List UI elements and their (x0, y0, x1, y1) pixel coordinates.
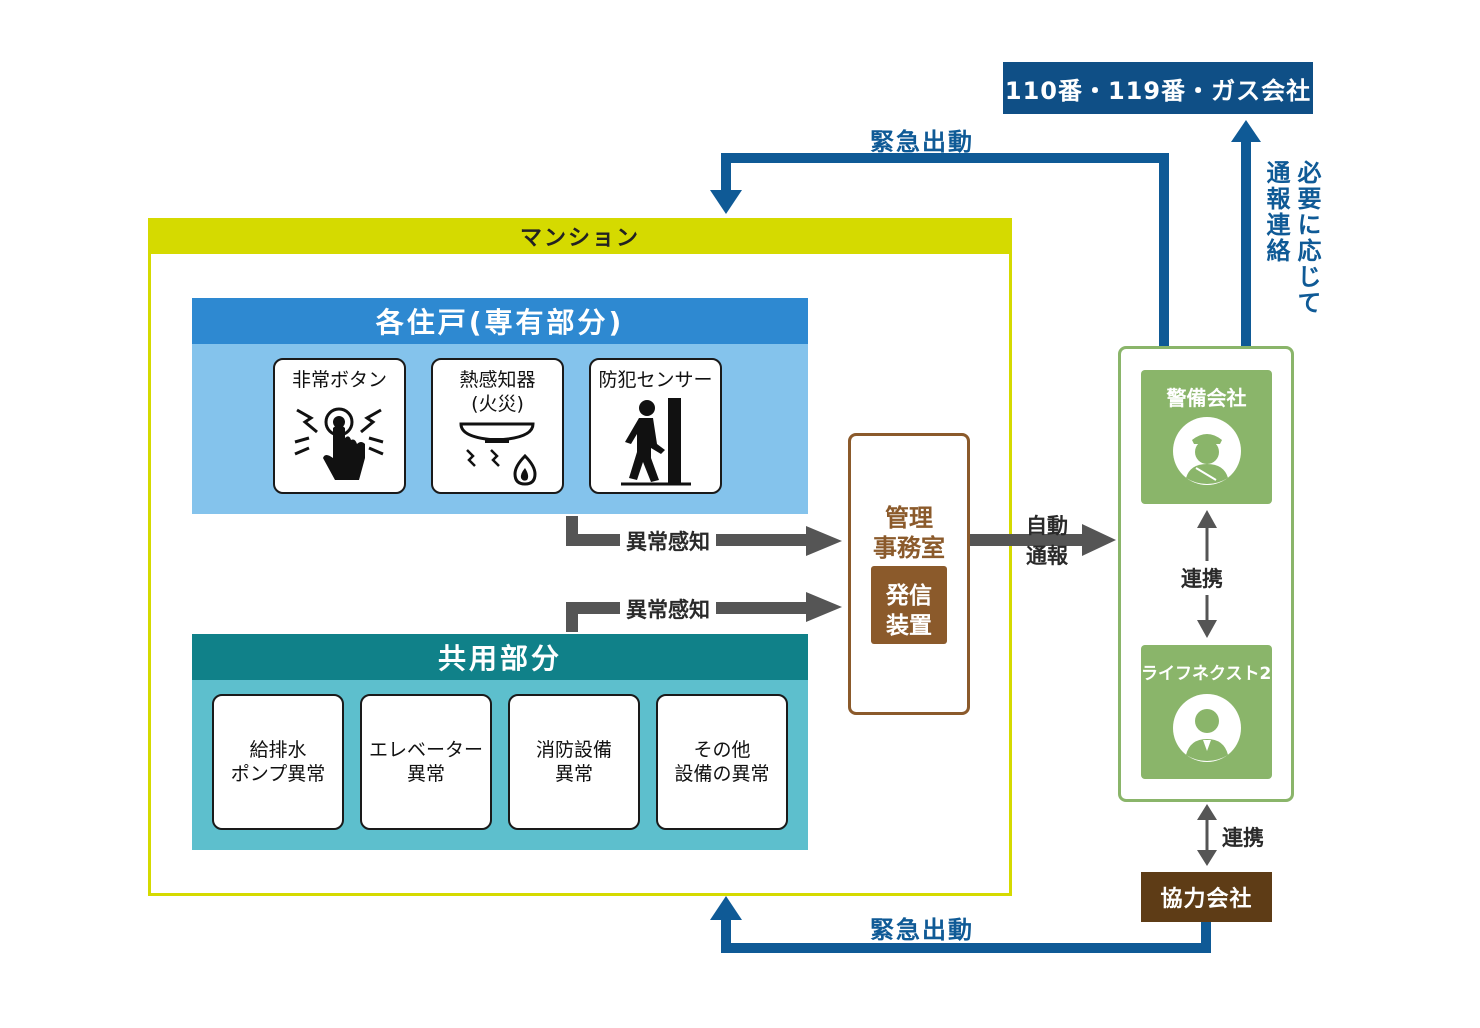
emergency-route-top (721, 153, 1169, 346)
common-item-water-pump-line1: 給排水 (249, 739, 307, 761)
management-office-label-2: 事務室 (873, 534, 945, 562)
security-sensor-card: 防犯センサー (589, 358, 722, 494)
common-item-elevator: エレベーター 異常 (360, 694, 492, 830)
transmitter-label-1: 発信 (886, 583, 932, 609)
transmitter-box (871, 566, 947, 644)
lifenext-label: ライフネクスト24 (1141, 664, 1284, 684)
mansion-title: マンション (148, 218, 1012, 254)
common-item-fire-equipment-line1: 消防設備 (535, 739, 612, 761)
security-company-label: 警備会社 (1166, 386, 1247, 410)
common-item-other-equipment-line1: その他 (693, 739, 751, 761)
emergency-route-top-arrowhead (710, 190, 742, 214)
guard-icon (1173, 417, 1241, 485)
transmitter-label-2: 装置 (886, 613, 932, 639)
coop-company-label: 協力会社 (1160, 887, 1253, 912)
auto-notify-label-1: 自動 (1026, 514, 1068, 538)
heat-detector-card: 熱感知器 (火災) (431, 358, 564, 494)
security-sensor-icon (621, 398, 691, 486)
common-item-fire-equipment-line2: 異常 (554, 763, 593, 785)
detect-arrow-common-head (806, 592, 842, 622)
management-office-label-1: 管理 (885, 504, 933, 532)
emergency-dispatch-top-label: 緊急出動 (870, 128, 974, 156)
common-item-elevator-line1: エレベーター (368, 739, 483, 761)
security-link-head-down (1197, 620, 1217, 638)
heat-detector-sublabel: (火災) (471, 393, 524, 415)
detect-label-private: 異常感知 (620, 526, 716, 556)
emergency-button-icon (294, 407, 384, 480)
detect-arrow-private-head (806, 526, 842, 556)
common-item-elevator-line2: 異常 (406, 763, 445, 785)
common-item-other-equipment: その他 設備の異常 (656, 694, 788, 830)
emergency-button-label: 非常ボタン (291, 369, 387, 391)
coop-link-head-down (1197, 850, 1217, 866)
emergency-services-box: 110番・119番・ガス会社 (1003, 62, 1313, 114)
auto-notify-arrow-head (1082, 524, 1116, 556)
person-icon (1173, 694, 1241, 762)
notify-contact-label: 通報連絡 (1262, 160, 1290, 264)
emergency-button-card: 非常ボタン (273, 358, 406, 494)
security-sensor-label: 防犯センサー (598, 369, 713, 391)
coop-link-head-up (1197, 804, 1217, 820)
private-section-title: 各住戸(専有部分) (192, 298, 808, 344)
common-item-fire-equipment: 消防設備 異常 (508, 694, 640, 830)
security-link-label: 連携 (1181, 561, 1223, 595)
security-link-head-up (1197, 510, 1217, 528)
emergency-dispatch-bottom-label: 緊急出動 (870, 916, 974, 944)
notify-route-arrowhead (1231, 120, 1261, 142)
emergency-services-label: 110番・119番・ガス会社 (1004, 76, 1312, 105)
coop-company-box: 協力会社 (1141, 872, 1272, 922)
heat-detector-icon (459, 422, 537, 486)
emergency-route-bottom (721, 918, 1211, 953)
if-necessary-label: 必要に応じて (1293, 160, 1321, 316)
common-item-water-pump: 給排水 ポンプ異常 (212, 694, 344, 830)
coop-link-label: 連携 (1222, 826, 1264, 850)
detect-label-common: 異常感知 (620, 594, 716, 624)
detect-arrow-common (566, 602, 812, 632)
common-item-water-pump-line2: ポンプ異常 (230, 763, 326, 785)
common-item-other-equipment-line2: 設備の異常 (674, 763, 770, 785)
common-section-title: 共用部分 (192, 634, 808, 680)
detect-arrow-private (566, 516, 812, 546)
heat-detector-label: 熱感知器 (459, 369, 536, 391)
emergency-route-bottom-arrowhead (710, 896, 742, 920)
auto-notify-label-2: 通報 (1026, 544, 1068, 568)
